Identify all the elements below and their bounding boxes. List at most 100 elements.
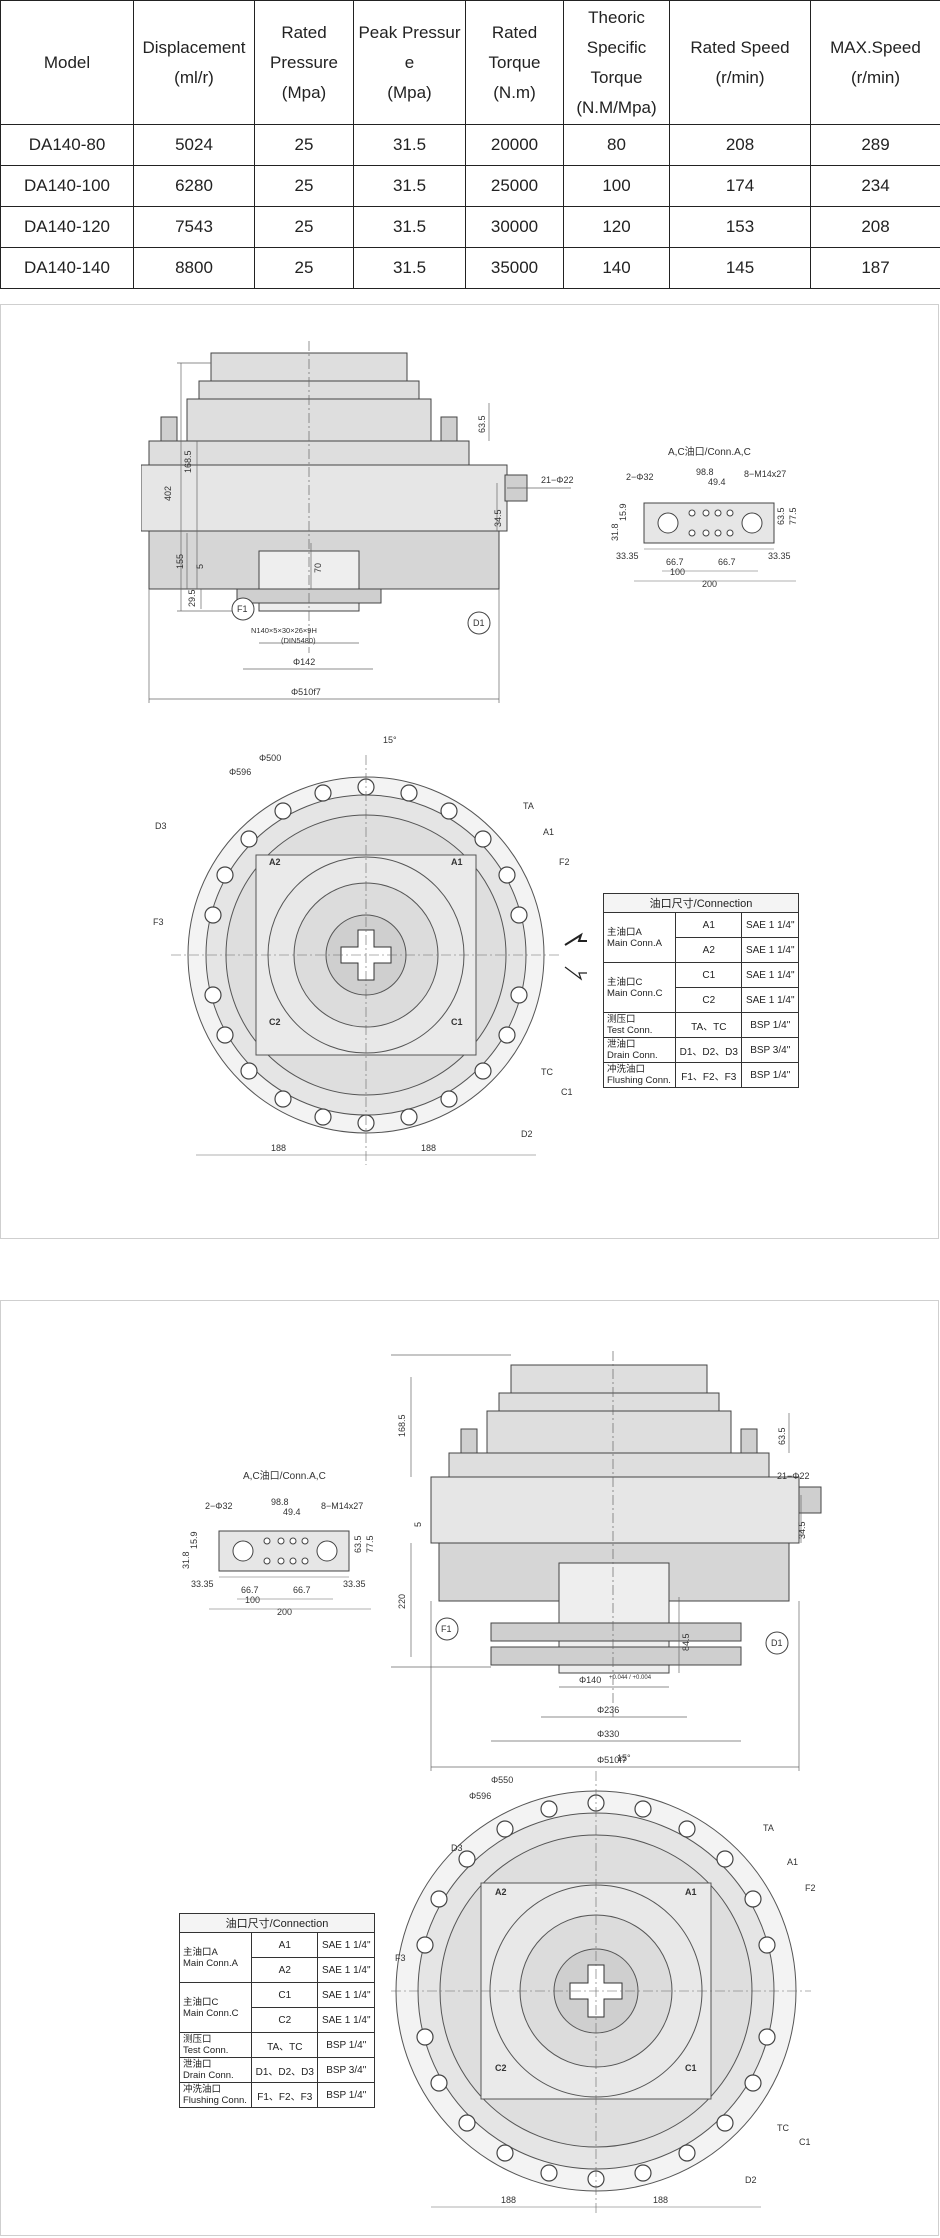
cell-max-speed: 208 xyxy=(810,206,940,248)
label-f2: F2 xyxy=(805,1883,816,1893)
spec-row: DA140-80 5024 25 31.5 20000 80 208 289 xyxy=(0,124,940,166)
port-name: F1、F2、F3 xyxy=(675,1062,743,1088)
label-c1: C1 xyxy=(799,2137,811,2147)
dim-15-deg: 15° xyxy=(383,735,397,745)
dim-33-35-left: 33.35 xyxy=(191,1579,214,1589)
dim-188-left: 188 xyxy=(271,1143,286,1153)
port-name: TA、TC xyxy=(675,1012,743,1038)
cell-rated-pressure: 25 xyxy=(254,124,354,166)
cell-rated-speed: 145 xyxy=(669,247,811,289)
dim-8-m14: 8−M14x27 xyxy=(744,469,786,479)
cell-displacement: 7543 xyxy=(133,206,255,248)
port-spec: BSP 1/4" xyxy=(741,1012,799,1038)
cell-model: DA140-120 xyxy=(0,206,134,248)
label-c1-inner: C1 xyxy=(451,1017,463,1027)
dim-15-9: 15.9 xyxy=(618,503,628,521)
dim-33-35-right: 33.35 xyxy=(768,551,791,561)
dim-15-9: 15.9 xyxy=(189,1531,199,1549)
label-d1: D1 xyxy=(473,618,485,628)
drawing-panel-1: 402 168.5 5 155 29.5 63.5 34.5 21−Φ22 70… xyxy=(0,304,939,1239)
dim-phi510: Φ510f7 xyxy=(291,687,321,697)
label-d2: D2 xyxy=(521,1129,533,1139)
dim-70: 70 xyxy=(313,563,323,573)
label-a2: A2 xyxy=(269,857,281,867)
dim-15-deg: 15° xyxy=(617,1753,631,1763)
dim-100: 100 xyxy=(245,1595,260,1605)
port-spec: SAE 1 1/4" xyxy=(741,987,799,1013)
cell-rated-speed: 174 xyxy=(669,165,811,207)
port-spec: BSP 1/4" xyxy=(317,2032,375,2058)
spec-row: DA140-140 8800 25 31.5 35000 140 145 187 xyxy=(0,247,940,289)
dim-21-phi22: 21−Φ22 xyxy=(777,1471,809,1481)
dim-din: (DIN5480) xyxy=(281,636,316,645)
label-f1: F1 xyxy=(237,604,248,614)
dim-168-5: 168.5 xyxy=(397,1414,407,1437)
label-a1-inner: A1 xyxy=(685,1887,697,1897)
dim-63-5-conn: 63.5 xyxy=(776,507,786,525)
dim-phi500: Φ500 xyxy=(259,753,281,763)
dim-33-35-right: 33.35 xyxy=(343,1579,366,1589)
cell-peak-pressure: 31.5 xyxy=(353,206,466,248)
dim-phi596: Φ596 xyxy=(469,1791,491,1801)
cell-peak-pressure: 31.5 xyxy=(353,124,466,166)
port-name: A2 xyxy=(251,1957,319,1983)
dim-34-5: 34.5 xyxy=(493,509,503,527)
dim-phi140-tolerance: +0.044 / +0.004 xyxy=(609,1675,652,1681)
cell-specific-torque: 140 xyxy=(563,247,670,289)
label-d3: D3 xyxy=(451,1843,463,1853)
side-section-view-1: 402 168.5 5 155 29.5 63.5 34.5 21−Φ22 70… xyxy=(141,341,573,703)
dim-21-phi22: 21−Φ22 xyxy=(541,475,573,485)
label-d2: D2 xyxy=(745,2175,757,2185)
drawing-panel-2: A,C油口/Conn.A,C 2−Φ32 98.8 49.4 8−M14x27 … xyxy=(0,1300,939,2236)
label-f1: F1 xyxy=(441,1624,452,1634)
dim-34-5: 34.5 xyxy=(797,1521,807,1539)
cell-specific-torque: 80 xyxy=(563,124,670,166)
plan-view-1: Φ500 Φ596 15° 188 188 D3 A2 F3 C2 A1 C1 … xyxy=(153,735,573,1165)
dim-77-5: 77.5 xyxy=(788,507,798,525)
dim-188-right: 188 xyxy=(421,1143,436,1153)
port-spec: SAE 1 1/4" xyxy=(741,937,799,963)
dim-49-4: 49.4 xyxy=(283,1507,301,1517)
dim-33-35-left: 33.35 xyxy=(616,551,639,561)
dim-98-8: 98.8 xyxy=(271,1497,289,1507)
spec-row: DA140-120 7543 25 31.5 30000 120 153 208 xyxy=(0,206,940,248)
cell-specific-torque: 120 xyxy=(563,206,670,248)
label-c2: C2 xyxy=(269,1017,281,1027)
dim-188-right: 188 xyxy=(653,2195,668,2205)
cell-model: DA140-100 xyxy=(0,165,134,207)
port-name: C2 xyxy=(675,987,743,1013)
dim-63-5: 63.5 xyxy=(477,415,487,433)
dim-66-7-left: 66.7 xyxy=(666,557,684,567)
dim-spline: N140×5×30×26×9H xyxy=(251,626,317,635)
dim-98-8: 98.8 xyxy=(696,467,714,477)
label-tc: TC xyxy=(541,1067,553,1077)
header-displacement: Displacement(ml/r) xyxy=(133,0,255,125)
port-name: C1 xyxy=(251,1982,319,2008)
header-model: Model xyxy=(0,0,134,125)
dim-220: 220 xyxy=(397,1594,407,1609)
dim-31-8: 31.8 xyxy=(181,1551,191,1569)
cell-rated-pressure: 25 xyxy=(254,247,354,289)
cell-max-speed: 289 xyxy=(810,124,940,166)
label-a2: A2 xyxy=(495,1887,507,1897)
dim-188-left: 188 xyxy=(501,2195,516,2205)
port-name: D1、D2、D3 xyxy=(675,1037,743,1063)
cell-specific-torque: 100 xyxy=(563,165,670,207)
bolt-circle-holes xyxy=(204,778,528,1132)
cell-peak-pressure: 31.5 xyxy=(353,165,466,207)
dim-5: 5 xyxy=(413,1522,423,1527)
cell-rated-pressure: 25 xyxy=(254,165,354,207)
cell-rated-torque: 35000 xyxy=(465,247,564,289)
label-d3: D3 xyxy=(155,821,167,831)
label-a1: A1 xyxy=(543,827,554,837)
cell-rated-torque: 25000 xyxy=(465,165,564,207)
dim-100: 100 xyxy=(670,567,685,577)
label-c2: C2 xyxy=(495,2063,507,2073)
dim-phi550: Φ550 xyxy=(491,1775,513,1785)
label-ta: TA xyxy=(763,1823,774,1833)
